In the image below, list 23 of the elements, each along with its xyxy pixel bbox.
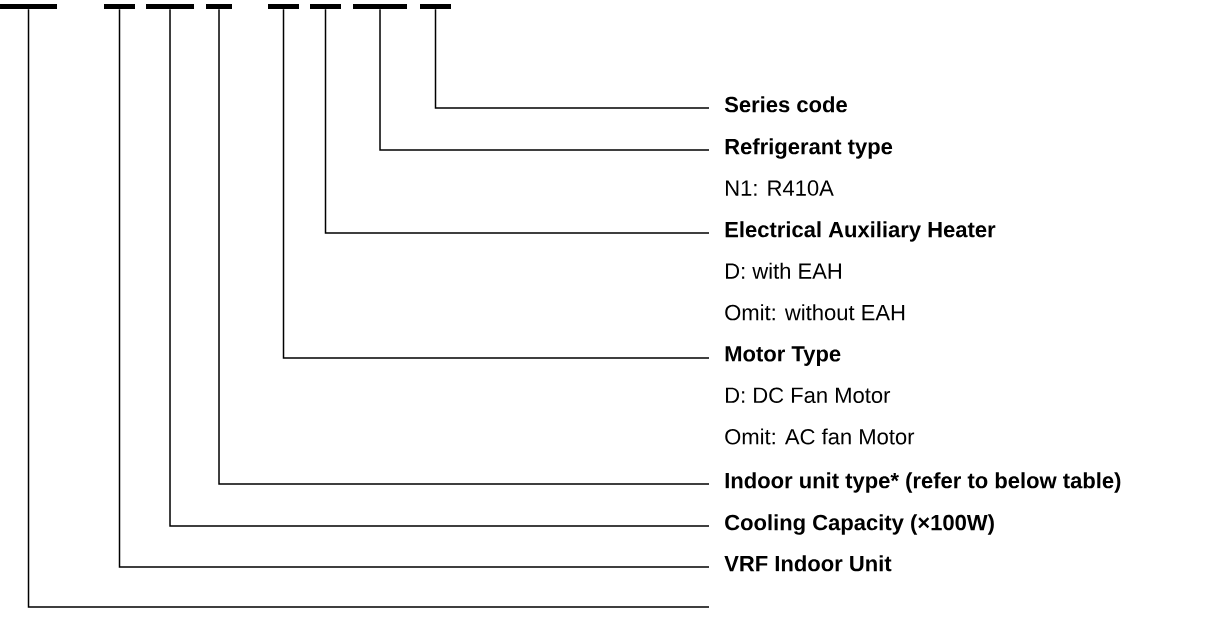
leader-line — [169, 8, 710, 527]
leader-line — [324, 8, 710, 234]
code-label: Cooling Capacity (×100W) — [725, 514, 994, 535]
code-label: Indoor unit type* (refer to below table) — [725, 472, 1121, 493]
code-label: VRF Indoor Unit — [724, 555, 892, 572]
code-dash — [420, 4, 451, 9]
leader-line — [27, 8, 710, 608]
code-dash — [104, 4, 135, 9]
code-dash — [268, 4, 299, 9]
leader-line — [282, 8, 710, 359]
code-dash — [310, 4, 341, 9]
code-description: Motor Type D: DC Fan Motor Omit: AC fan Motor — [725, 346, 915, 445]
code-dash — [353, 4, 407, 9]
code-label: Series code — [724, 96, 847, 113]
code-dash — [0, 4, 57, 9]
code-dash — [146, 4, 194, 9]
code-dash — [206, 4, 232, 9]
leader-line — [379, 8, 710, 151]
leader-line — [118, 8, 710, 568]
code-description: Refrigerant type N1: R410A — [725, 138, 893, 196]
leader-line — [218, 8, 710, 485]
leader-line — [434, 8, 710, 109]
code-description: Electrical Auxiliary Heater D: with EAH Omit: without EAH — [725, 221, 996, 321]
